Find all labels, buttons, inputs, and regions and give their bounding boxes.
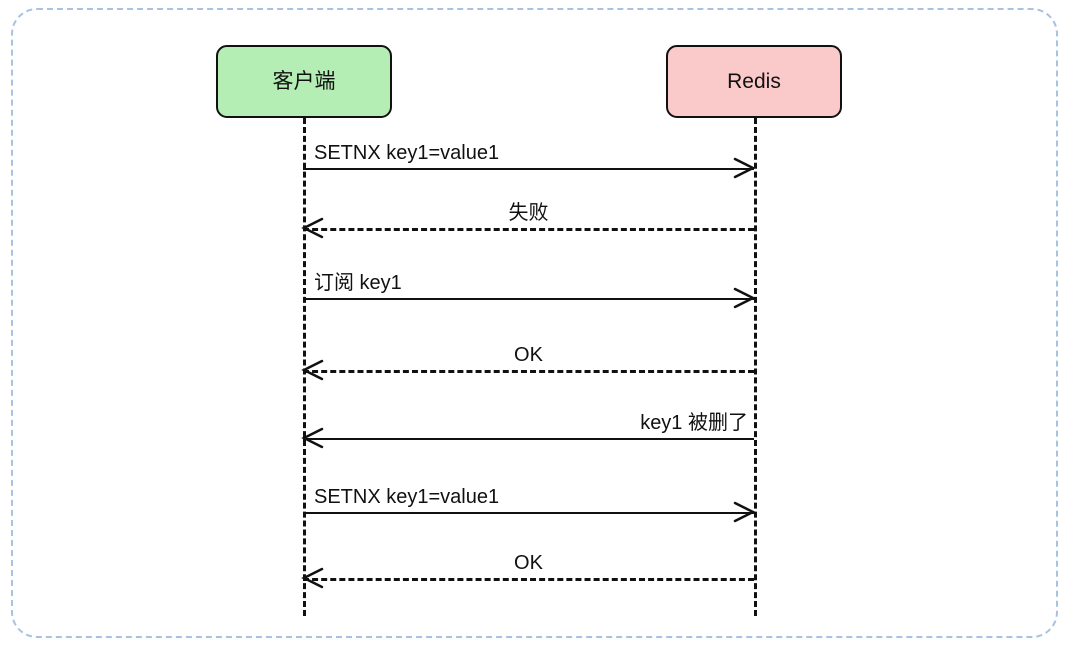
message-label-3: 订阅 key1 (314, 272, 402, 294)
lifeline-client (303, 118, 306, 616)
arrowhead-right-icon (733, 287, 756, 309)
arrowhead-right-icon (733, 157, 756, 179)
message-line-3 (303, 298, 754, 300)
diagram-frame-border (11, 8, 1058, 638)
message-label-4: OK (514, 344, 543, 366)
participant-label-redis: Redis (727, 70, 781, 93)
message-line-4 (303, 370, 754, 373)
message-line-7 (303, 578, 754, 581)
message-line-2 (303, 228, 754, 231)
message-label-1: SETNX key1=value1 (314, 142, 500, 164)
message-label-5: key1 被删了 (640, 412, 748, 434)
participant-box-client[interactable]: 客户端 (216, 45, 392, 118)
message-line-6 (303, 512, 754, 514)
arrowhead-left-icon (301, 427, 324, 449)
message-label-2: 失败 (508, 202, 549, 224)
arrowhead-left-icon (301, 567, 324, 589)
arrowhead-left-icon (301, 359, 324, 381)
lifeline-redis (754, 118, 757, 616)
message-line-1 (303, 168, 754, 170)
participant-box-redis[interactable]: Redis (666, 45, 842, 118)
arrowhead-left-icon (301, 217, 324, 239)
arrowhead-right-icon (733, 501, 756, 523)
participant-label-client: 客户端 (272, 70, 336, 93)
message-label-7: OK (514, 552, 543, 574)
message-label-6: SETNX key1=value1 (314, 486, 500, 508)
message-line-5 (303, 438, 754, 440)
